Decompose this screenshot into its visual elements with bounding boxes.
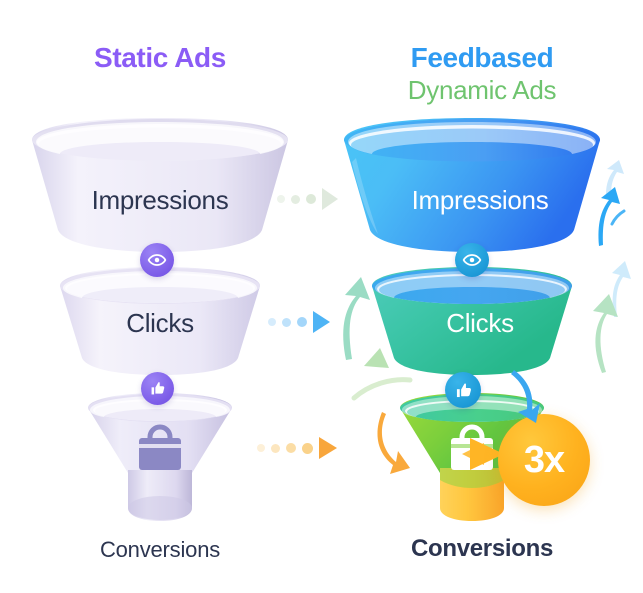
up-arrow-green-right-decoration <box>593 294 618 373</box>
connector-dot <box>291 194 300 204</box>
title-line-dynamic-ads: Dynamic Ads <box>407 74 557 105</box>
curve-green-lower-decoration <box>351 377 413 401</box>
connector-arrow-icon <box>313 311 330 333</box>
connector-dot <box>297 317 307 327</box>
static-funnel-graphic <box>32 118 288 521</box>
connector-dot <box>271 443 280 453</box>
thumbs-up-icon <box>456 382 471 397</box>
static-funnel-stage-conversions <box>88 393 232 521</box>
connector-dot <box>282 317 291 327</box>
caption-conversions-static: Conversions <box>99 537 221 562</box>
page-title-static-ads: Static Ads <box>94 42 226 73</box>
connector-dot <box>286 443 296 453</box>
static-funnel-stage-impressions <box>32 118 288 252</box>
connector-arrow-icon <box>319 437 337 459</box>
down-arrow-orange-decoration <box>377 412 410 474</box>
connector-arrow-icon <box>322 188 338 210</box>
static-badge-eye <box>140 243 174 277</box>
static-badge-thumbs-up <box>141 372 174 405</box>
clicks-connector <box>268 311 330 333</box>
title-line-feedbased: Feedbased <box>410 42 554 73</box>
connector-dot <box>268 318 276 326</box>
static-funnel-stage-clicks <box>60 267 260 375</box>
eye-icon <box>147 254 167 266</box>
connector-dot <box>302 442 313 454</box>
shopping-bag-icon <box>139 424 181 470</box>
connector-dot <box>277 195 285 203</box>
up-arrows-blue-decoration <box>598 160 626 246</box>
caption-conversions-dynamic: Conversions <box>410 535 554 562</box>
dynamic-funnel-stage-impressions <box>344 118 600 252</box>
dynamic-funnel-stage-clicks <box>372 267 572 375</box>
up-arrow-pale-decoration <box>612 261 631 317</box>
multiplier-badge-3x[interactable]: 3x <box>498 414 590 506</box>
eye-icon <box>462 254 482 266</box>
impressions-connector <box>277 188 338 210</box>
dynamic-badge-thumbs-up <box>445 372 481 408</box>
down-arrow-blue-decoration <box>511 370 540 423</box>
dynamic-badge-eye <box>455 243 489 277</box>
connector-dot <box>306 194 316 204</box>
conversions-connector <box>257 437 337 459</box>
up-arrows-green-decoration <box>343 277 389 368</box>
page-title-feedbased-dynamic-ads: Feedbased Dynamic Ads <box>322 42 642 106</box>
multiplier-badge-label: 3x <box>523 439 565 481</box>
thumbs-up-icon <box>151 382 165 395</box>
connector-dot <box>257 444 265 452</box>
